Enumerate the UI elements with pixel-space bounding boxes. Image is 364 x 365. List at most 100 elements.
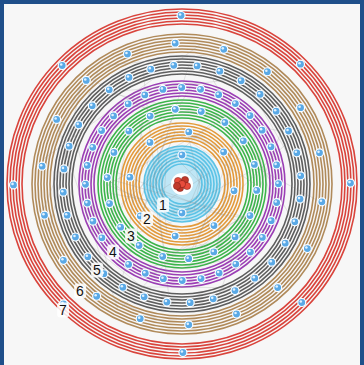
electron [197, 85, 205, 93]
electron [126, 173, 134, 181]
electron-shine [260, 235, 263, 238]
orbit-chord [86, 288, 169, 325]
callout-number: 6 [74, 284, 86, 299]
electron-shine [298, 173, 301, 176]
shell-ring [19, 21, 345, 347]
electron [231, 100, 239, 108]
electron-shine [125, 52, 128, 55]
electron [274, 284, 282, 292]
electron [65, 142, 73, 150]
electron [178, 209, 186, 217]
nucleus-halo [171, 173, 193, 195]
electron-shine [126, 102, 129, 105]
electron [230, 187, 238, 195]
electron [178, 151, 186, 159]
electron-shine [234, 312, 237, 315]
electron [82, 76, 90, 84]
electron-shine [186, 256, 189, 259]
electron-shine [161, 87, 164, 90]
shell-ring [85, 87, 279, 281]
electron-shine [60, 63, 63, 66]
shell-ring [41, 43, 323, 325]
electron-shine [148, 114, 151, 117]
electron [185, 128, 193, 136]
electron [83, 199, 91, 207]
electron-shine [121, 285, 124, 288]
shell-ring [79, 81, 285, 287]
electron [293, 149, 301, 157]
electron-shine [54, 117, 57, 120]
orbit-chord [248, 85, 301, 176]
shell-ring [116, 118, 248, 250]
shell-ring [63, 65, 301, 303]
orbit-chord [187, 142, 244, 258]
electron-shine [128, 175, 131, 178]
electron-shine [232, 189, 235, 192]
electron [215, 91, 223, 99]
electron [83, 161, 91, 169]
electron-shine [199, 276, 202, 279]
electron [60, 165, 68, 173]
electron-shine [137, 243, 140, 246]
electron [141, 91, 149, 99]
electron-shine [188, 300, 191, 303]
orbit-chord [119, 121, 308, 310]
electron [53, 115, 61, 123]
electron-shine [276, 181, 279, 184]
orbit-chord [191, 134, 237, 259]
orbit-chord [107, 120, 222, 185]
electron-shine [274, 109, 277, 112]
electron-shine [107, 88, 110, 91]
shell-ring [98, 100, 266, 268]
electron-shine [320, 199, 323, 202]
electron [267, 143, 275, 151]
callout-number: 5 [91, 263, 103, 278]
electron-shine [298, 105, 301, 108]
electron [296, 195, 304, 203]
orbit-chord [155, 194, 233, 229]
shell-ring [13, 15, 351, 353]
orbit-chord [205, 171, 208, 202]
orbit-chord [72, 231, 159, 301]
electron [210, 222, 218, 230]
electron-shine [221, 150, 224, 153]
electron [221, 118, 229, 126]
electron-shine [212, 250, 215, 253]
electron [140, 293, 148, 301]
electron-shine [138, 316, 141, 319]
electron-shine [234, 262, 237, 265]
callout-number: 1 [157, 198, 169, 213]
orbit-chord [130, 169, 256, 238]
electron-shine [179, 13, 182, 16]
electron-shine [295, 150, 298, 153]
electron [93, 292, 101, 300]
electron-shine [105, 175, 108, 178]
shell-ring [101, 103, 263, 265]
electron [220, 148, 228, 156]
electron [105, 86, 113, 94]
electron-shine [91, 219, 94, 222]
electron-shine [298, 197, 301, 200]
electron-shine [233, 288, 236, 291]
electron-shine [100, 236, 103, 239]
shell-ring [32, 34, 332, 334]
electron-shine [11, 183, 14, 186]
electron [38, 162, 46, 170]
electron-shine [198, 87, 201, 90]
electron-shine [111, 114, 114, 117]
electron-shine [173, 107, 176, 110]
electron-shine [118, 225, 121, 228]
electron [125, 260, 133, 268]
electron [119, 283, 127, 291]
orbit-chord [162, 288, 240, 301]
electron-shine [142, 295, 145, 298]
electron [59, 256, 67, 264]
electron-shine [258, 92, 261, 95]
electron [40, 211, 48, 219]
orbit-chord [139, 234, 264, 271]
electron [63, 211, 71, 219]
shell-ring [153, 155, 211, 213]
shell-ring [60, 62, 304, 306]
callout-number: 4 [107, 245, 119, 260]
